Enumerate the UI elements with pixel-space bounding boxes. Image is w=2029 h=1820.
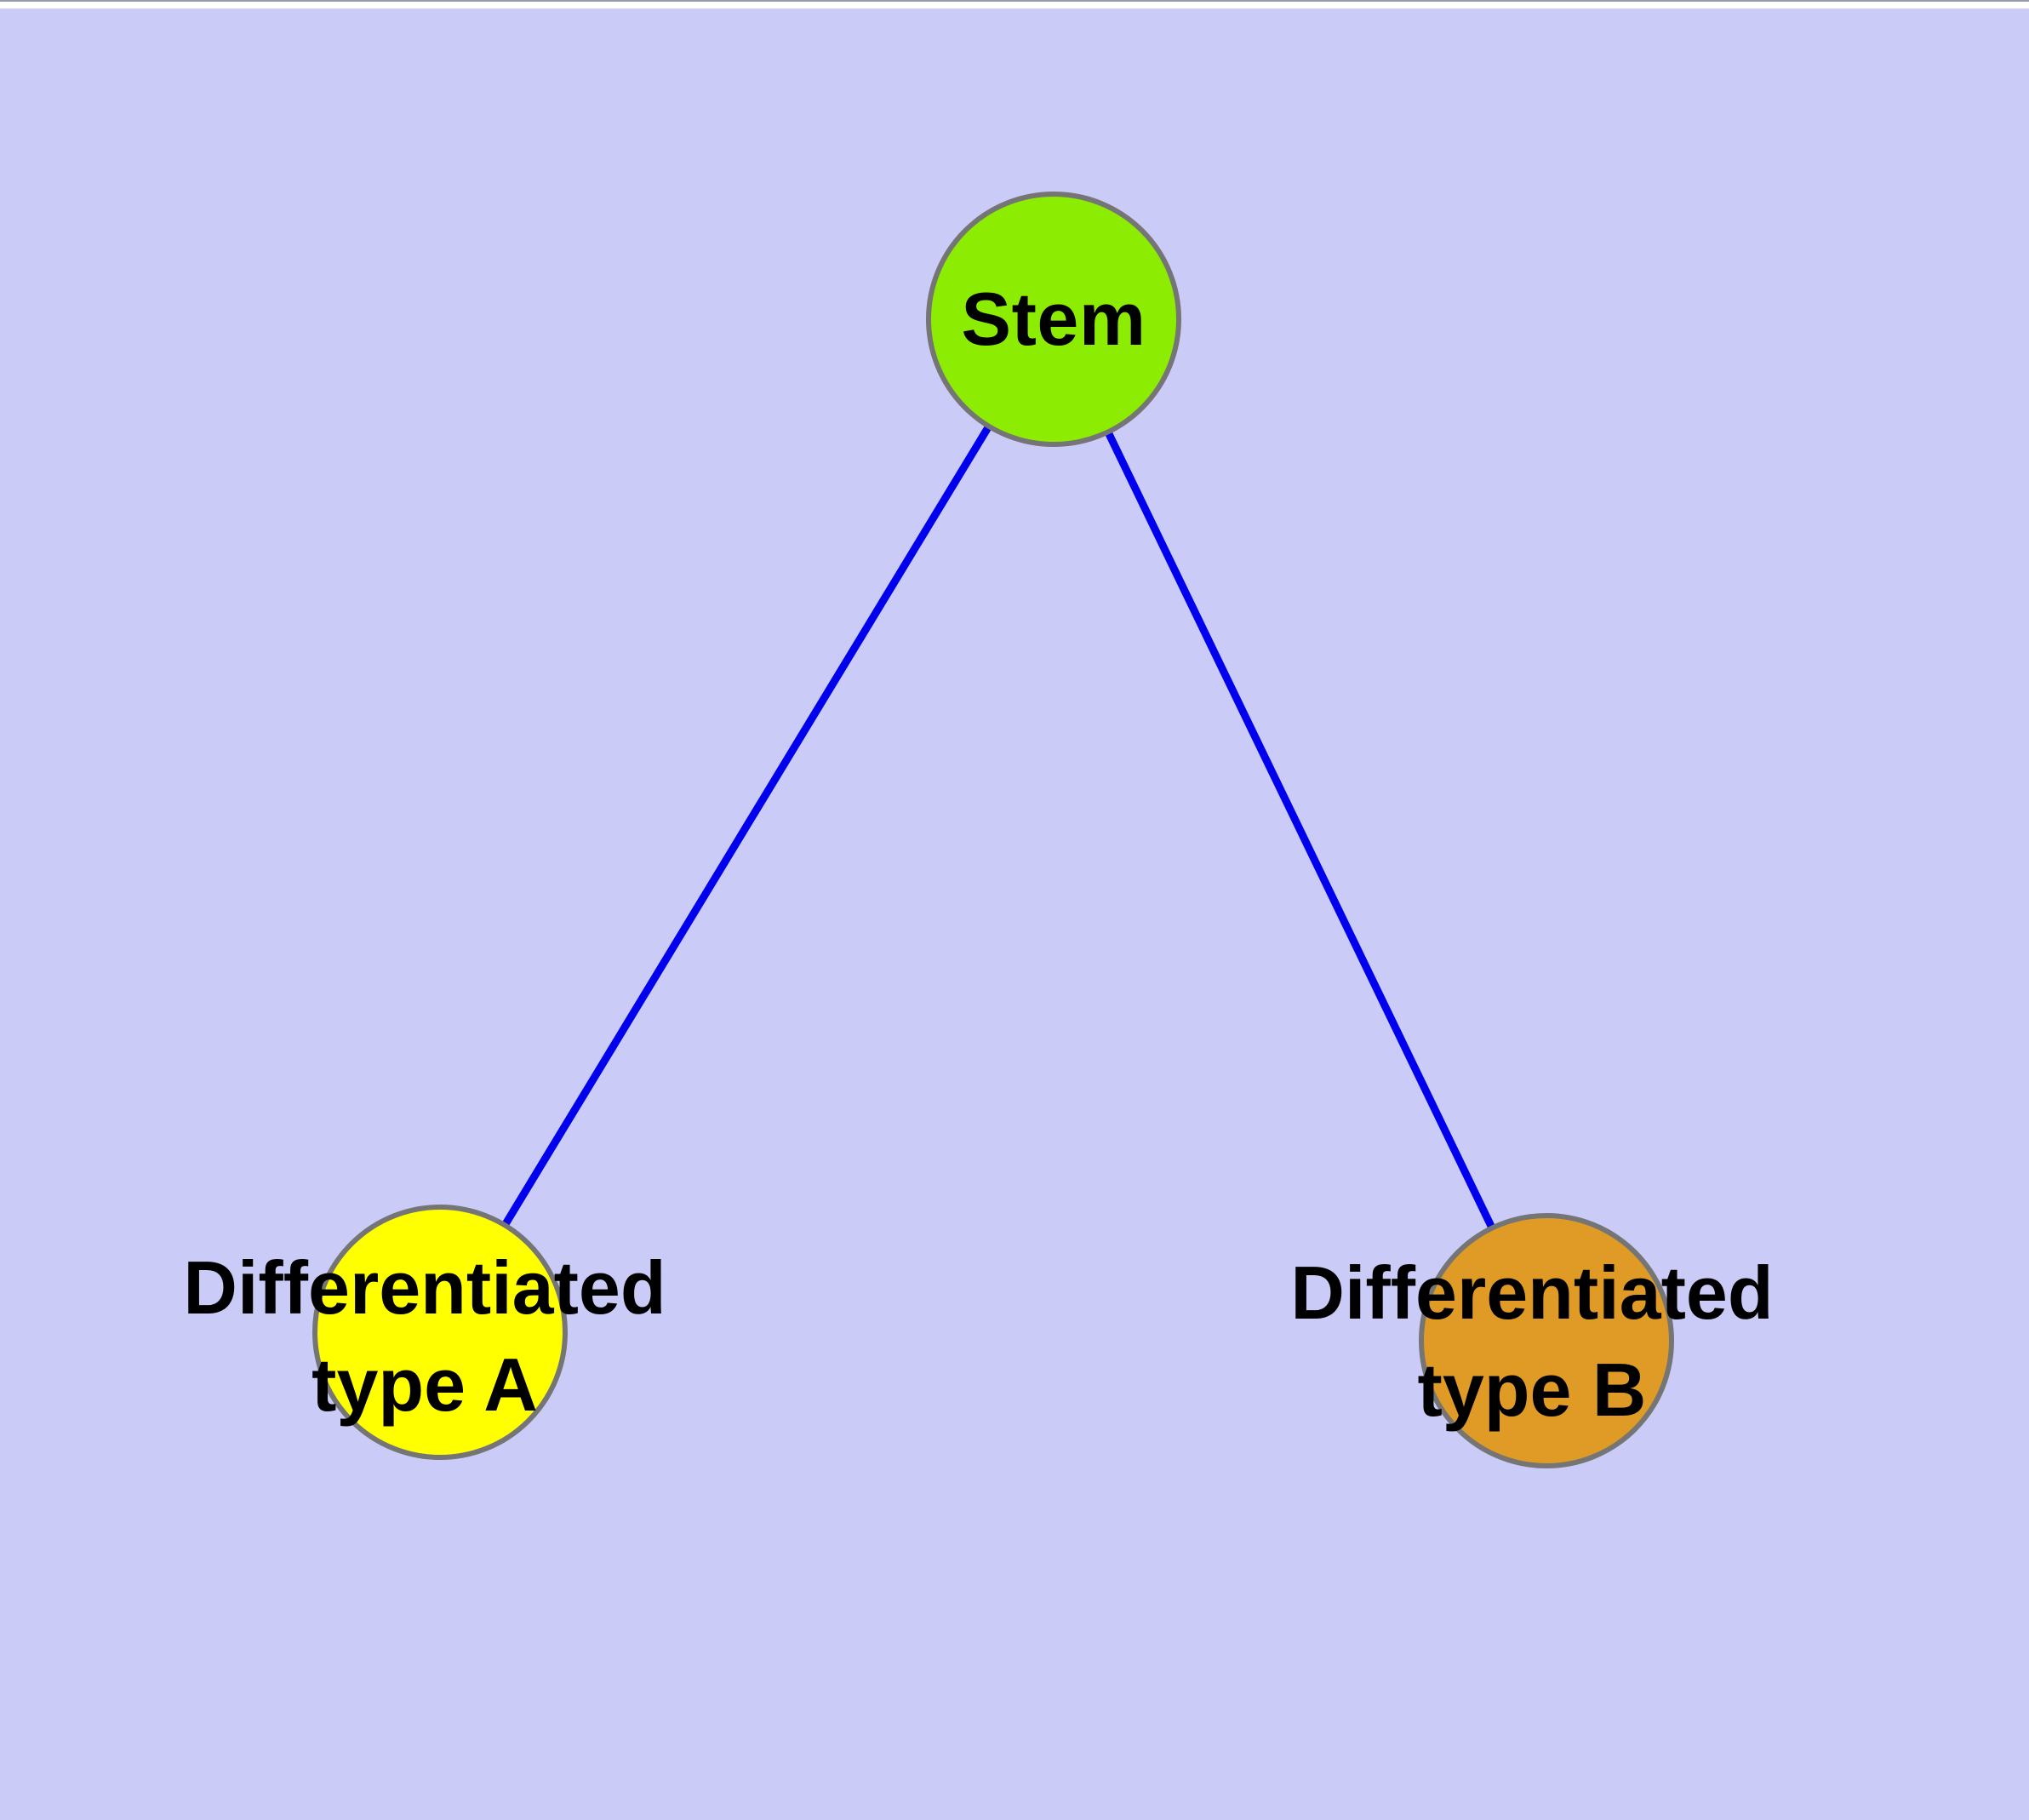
label-b-line-2: type B: [1417, 1348, 1647, 1432]
node-stem-label: Stem: [961, 277, 1146, 361]
node-stem[interactable]: Stem: [926, 192, 1181, 447]
label-a-line-2: type A: [311, 1342, 538, 1427]
label-b-line-1: Differentiated: [1290, 1251, 1774, 1335]
window-top-edge: [0, 0, 2029, 9]
node-differentiated-type-a-label: Differentiated type A: [183, 1239, 666, 1434]
label-a-line-1: Differentiated: [183, 1245, 666, 1330]
edge-stem-to-type-a: [436, 315, 1058, 1336]
node-differentiated-type-b-label: Differentiated type B: [1290, 1245, 1773, 1439]
node-differentiated-type-a[interactable]: [312, 1205, 568, 1460]
node-differentiated-type-b[interactable]: [1419, 1213, 1674, 1468]
edge-stem-to-type-b: [1049, 315, 1551, 1345]
